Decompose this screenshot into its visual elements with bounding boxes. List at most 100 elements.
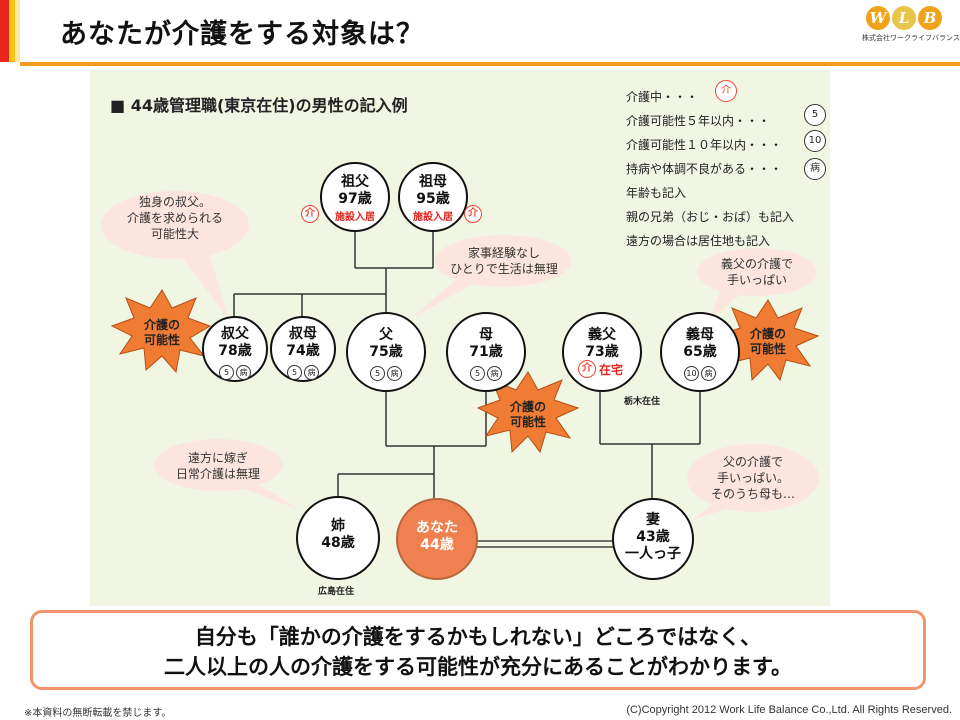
badge-illness: 病 (304, 365, 319, 380)
person-age: 75歳 (369, 344, 403, 360)
footer-copyright: (C)Copyright 2012 Work Life Balance Co.,… (626, 704, 952, 716)
legend-label: 介護中・・・ (626, 90, 699, 104)
person-age: 43歳 (636, 529, 670, 545)
care-status-tag: 施設入居 (413, 212, 453, 223)
legend-item-location: 遠方の場合は居住地も記入 (626, 234, 771, 248)
bubble-line: 家事経験なし (467, 246, 540, 260)
legend-label: 介護可能性５年以内・・・ (626, 114, 771, 128)
page-title: あなたが介護をする対象は？ (60, 19, 424, 50)
bubble-line: 介護を求められる (126, 211, 223, 225)
badge-5yr: 5 (370, 366, 385, 381)
person-name: 父 (379, 327, 393, 343)
accent-bar-light (15, 0, 20, 62)
care-status-tag: 在宅 (598, 363, 623, 377)
person-age: 97歳 (338, 191, 372, 207)
care-badge-grandmother: 介 (464, 205, 482, 223)
bubble-in-law-tail (710, 286, 744, 318)
care-status-tag: 施設入居 (335, 212, 375, 223)
burst-center (476, 371, 580, 454)
bubble-uncle (101, 191, 249, 259)
badge-illness: 病 (487, 366, 502, 381)
bubble-line: 遠方に嫁ぎ (187, 451, 248, 465)
location-in-law: 栃木在住 (624, 397, 661, 407)
logo-letter-b: B (918, 6, 942, 30)
connector-lines (233, 228, 701, 500)
person-name: 祖父 (341, 174, 369, 190)
accent-bar-yellow (9, 0, 15, 62)
care-badge-grandfather: 介 (301, 205, 319, 223)
legend-badge-illness: 病 (804, 158, 826, 180)
legend-item-10yr: 介護可能性１０年以内・・・ (626, 136, 782, 153)
legend-item-age: 年齢も記入 (626, 186, 687, 200)
bubble-uncle-text: 独身の叔父。 介護を求められる 可能性大 (110, 194, 240, 242)
bubble-father (435, 235, 571, 287)
bubble-line: 父の介護で (722, 455, 783, 469)
person-name: あなた (416, 520, 458, 536)
person-note: 一人っ子 (625, 546, 681, 562)
person-you: あなた 44歳 (396, 498, 478, 580)
bubble-line: そのうち母も… (710, 487, 795, 501)
person-name: 母 (479, 327, 493, 343)
person-name: 義父 (588, 327, 616, 343)
person-name: 義母 (686, 327, 714, 343)
summary-box: 自分も「誰かの介護をするかもしれない」どころではなく、 二人以上の人の介護をする… (30, 610, 926, 690)
logo-letter-l: L (892, 6, 916, 30)
person-age: 74歳 (286, 343, 320, 359)
burst-left-text: 介護の 可能性 (132, 318, 192, 348)
care-badge-father-in-law: 介 (578, 360, 596, 378)
legend-item-relatives: 親の兄弟（おじ・おば）も記入 (626, 210, 795, 224)
burst-line: 介護の (749, 327, 786, 341)
person-sister: 姉 48歳 (296, 496, 380, 580)
bubble-line: 独身の叔父。 (138, 195, 211, 209)
logo-letter-w: W (866, 6, 890, 30)
person-grandmother: 祖母 95歳 施設入居 (398, 162, 468, 232)
burst-line: 可能性 (749, 342, 786, 356)
title-underline (20, 62, 960, 66)
burst-line: 介護の (509, 400, 546, 414)
bubble-line: ひとりで生活は無理 (450, 262, 558, 276)
person-name: 叔母 (289, 326, 317, 342)
person-name: 叔父 (221, 326, 249, 342)
bubble-in-law-text: 義父の介護で 手いっぱい (702, 256, 812, 288)
person-age: 78歳 (218, 343, 252, 359)
bubble-father-tail (412, 276, 480, 318)
person-age: 44歳 (420, 537, 454, 553)
speech-bubbles (101, 191, 819, 520)
person-grandfather: 祖父 97歳 施設入居 (320, 162, 390, 232)
summary-line-2: 二人以上の人の介護をする可能性が充分にあることがわかります。 (164, 655, 792, 679)
legend-label: 持病や体調不良がある・・・ (626, 162, 783, 176)
bubble-line: 可能性大 (150, 227, 199, 241)
burst-line: 可能性 (143, 333, 180, 347)
burst-center-text: 介護の 可能性 (498, 400, 558, 430)
badge-10yr: 10 (684, 366, 699, 381)
bubble-line: 日常介護は無理 (175, 467, 260, 481)
bubble-wife-tail (692, 500, 736, 520)
person-age: 65歳 (683, 344, 717, 360)
legend-badge-10: 10 (804, 130, 826, 152)
marriage-line (476, 540, 614, 548)
person-age: 95歳 (416, 191, 450, 207)
legend-badge-5: 5 (804, 104, 826, 126)
possibility-bursts (110, 289, 820, 454)
legend-item-care: 介護中・・・ (626, 88, 698, 105)
bubble-wife-text: 父の介護で 手いっぱい。 そのうち母も… (692, 454, 814, 502)
bubble-line: 手いっぱい。 (716, 471, 789, 485)
legend-item-illness: 持病や体調不良がある・・・ (626, 160, 782, 177)
bubble-in-law (697, 248, 817, 296)
person-name: 姉 (331, 518, 345, 534)
person-name: 妻 (646, 512, 660, 528)
panel-heading: ■ 44歳管理職(東京在住)の男性の記入例 (110, 96, 408, 115)
burst-right (716, 299, 820, 382)
company-logo: W L B 株式会社ワークライフバランス (862, 6, 960, 48)
bubble-sister (154, 439, 282, 491)
burst-line: 介護の (143, 318, 180, 332)
person-age: 73歳 (585, 344, 619, 360)
footer-notice: ※本資料の無断転載を禁じます。 (24, 708, 172, 719)
bubble-uncle-tail (180, 255, 228, 318)
person-name: 祖母 (419, 174, 447, 190)
